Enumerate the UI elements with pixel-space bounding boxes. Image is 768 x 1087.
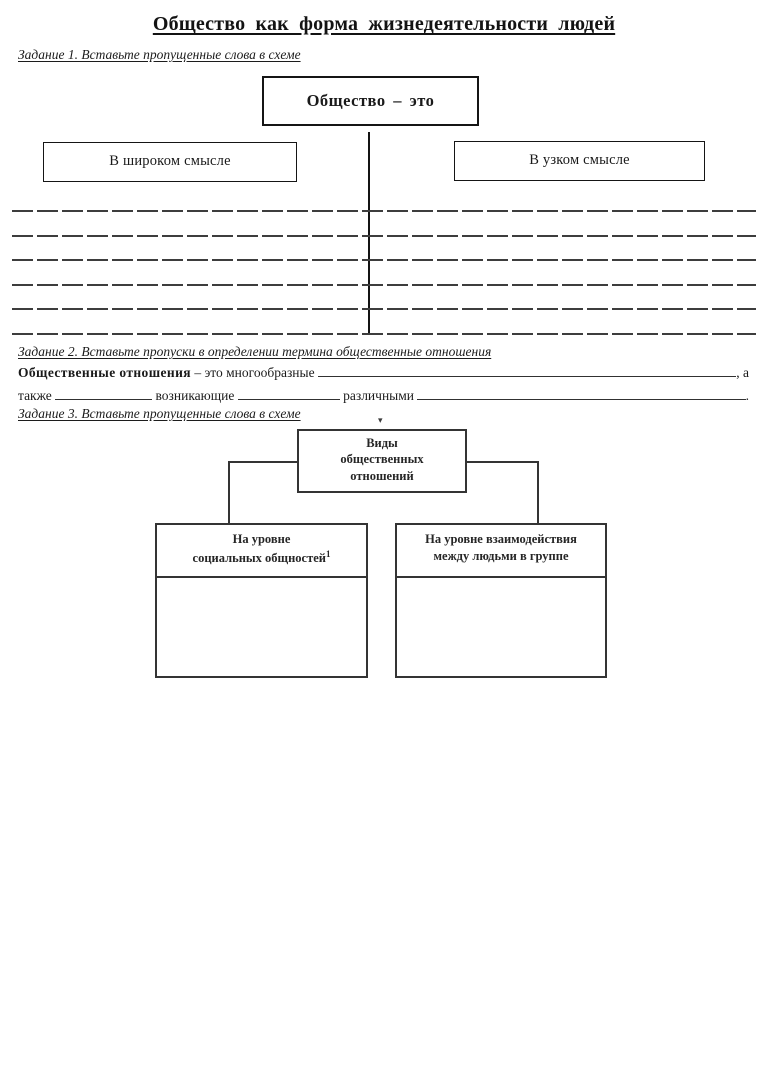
task2-term-label: Общественные отношения — [18, 365, 191, 380]
task2-line1-tail-text: , а — [736, 365, 749, 380]
task1-heading: Задание 1. Вставьте пропущенные слова в … — [18, 47, 301, 62]
task3-left-box-answer-area — [157, 578, 366, 678]
task3-root-box: Виды общественных отношений — [297, 429, 467, 493]
answer-line — [12, 283, 756, 286]
task2-word1-text: также — [18, 388, 56, 403]
task3-right-box: На уровне взаимодействия между людьми в … — [395, 523, 607, 678]
task3-connector-left-horizontal — [228, 461, 298, 463]
task2-blank-1 — [317, 363, 737, 377]
task2-blank-2 — [55, 386, 153, 400]
page-title: Общество как форма жизнедеятельности люд… — [152, 13, 616, 35]
task3-connector-right-horizontal — [465, 461, 539, 463]
task3-left-box-header: На уровне социальных общностей1 — [157, 525, 366, 578]
task2-blank-4 — [417, 386, 746, 400]
task3-right-box-header: На уровне взаимодействия между людьми в … — [397, 525, 605, 578]
task2-line2-tail-text: . — [745, 388, 749, 403]
task2-word2-text: возникающие — [152, 388, 238, 403]
answer-line — [12, 332, 756, 335]
task3-connector-left-vertical — [228, 461, 230, 523]
task3-left-box-label: На уровне социальных общностей — [192, 532, 326, 566]
task2-definition-line2: также возникающие различными . — [18, 386, 749, 404]
task3-right-box-answer-area — [397, 578, 605, 678]
task2-heading: Задание 2. Вставьте пропуски в определен… — [18, 344, 492, 359]
task3-left-box: На уровне социальных общностей1 — [155, 523, 368, 678]
answer-line — [12, 234, 756, 237]
answer-line — [12, 259, 756, 261]
task1-broad-sense-label: В широком смысле — [109, 153, 231, 169]
task2-definition-line1: Общественные отношения – это многообразн… — [18, 363, 749, 381]
task3-right-box-label: На уровне взаимодействия между людьми в … — [425, 532, 577, 563]
task3-heading: Задание 3. Вставьте пропущенные слова в … — [18, 406, 301, 421]
task3-root-box-label: Виды общественных отношений — [340, 436, 424, 483]
task1-divider-line — [368, 132, 370, 333]
answer-line — [12, 210, 756, 212]
task1-narrow-sense-box: В узком смысле — [454, 141, 705, 181]
answer-line — [12, 308, 756, 310]
task3-connector-right-vertical — [537, 461, 539, 523]
task1-broad-sense-box: В широком смысле — [43, 142, 297, 182]
task1-root-box: Общество – это — [262, 76, 479, 126]
task2-word3-text: различными — [339, 388, 418, 403]
task2-blank-3 — [237, 386, 340, 400]
down-arrow-icon: ▾ — [378, 416, 383, 426]
task1-root-box-label: Общество – это — [306, 91, 435, 110]
task2-after-term-text: – это многообразные — [190, 365, 318, 380]
footnote-marker: 1 — [325, 548, 331, 559]
task1-narrow-sense-label: В узком смысле — [529, 152, 630, 168]
